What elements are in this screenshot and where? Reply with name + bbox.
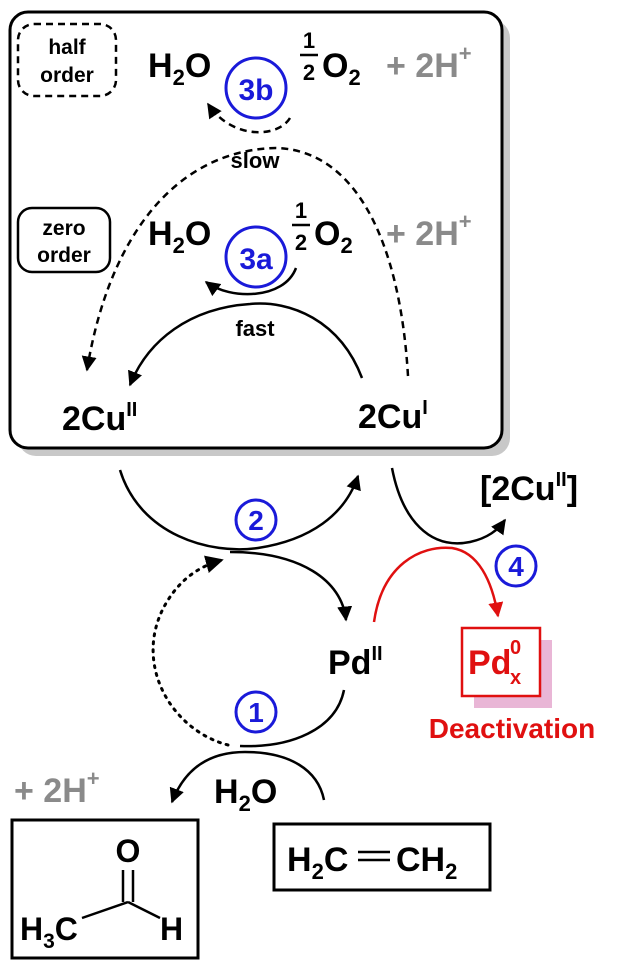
methyl-group: H3C	[20, 911, 78, 953]
fast-label: fast	[235, 316, 275, 341]
slow-arc	[81, 146, 410, 377]
slow-to-water-arrow	[206, 102, 292, 134]
step-1-circle	[234, 690, 278, 734]
protons-3a: + 2H+	[386, 209, 472, 253]
water-reactant: H2O	[214, 773, 277, 816]
slow-label: slow	[231, 148, 281, 173]
half-denominator-3a: 2	[295, 230, 307, 255]
cu-reoxidation-arc	[118, 469, 361, 551]
step-1-label: 1	[248, 697, 264, 728]
ethylene-right: CH2	[396, 841, 457, 884]
half-numerator-3a: 1	[295, 198, 307, 223]
zero-order-label-1: zero	[42, 217, 85, 240]
zero-order-box	[16, 206, 112, 274]
pd0-box	[460, 626, 542, 698]
half-denominator-3b: 2	[303, 60, 315, 85]
cu-i-label: 2CuI	[358, 397, 428, 436]
acetaldehyde-box	[10, 818, 200, 960]
ethylene-box	[272, 822, 492, 892]
protons-released: + 2H+	[14, 766, 100, 810]
step-4-circle	[494, 544, 538, 588]
step-2-label: 2	[248, 505, 264, 536]
step-3b-circle	[224, 56, 288, 120]
fast-arc	[128, 302, 364, 387]
deactivation-arrow	[372, 546, 504, 623]
carbonyl-oxygen: O	[116, 833, 141, 869]
zero-order-label-2: order	[37, 244, 91, 267]
water-3a: H2O	[148, 215, 211, 258]
cu-ii-label: 2CuII	[62, 399, 137, 438]
protons-3b: + 2H+	[386, 41, 472, 85]
ethylene-left: H2C	[287, 841, 348, 884]
aldehyde-h-bond	[127, 900, 161, 920]
deactivation-label: Deactivation	[429, 713, 596, 744]
pd-arc-upper	[229, 550, 353, 622]
step-2-circle	[234, 498, 278, 542]
half-order-box	[16, 22, 118, 98]
step-3b-label: 3b	[238, 74, 273, 107]
fast-to-water-arrow	[204, 267, 298, 297]
half-order-label-2: order	[40, 64, 94, 87]
cu-i-to-bracket-arrow	[390, 467, 507, 545]
pd-ii-label: PdII	[328, 643, 383, 682]
oxygen-3b: O2	[322, 47, 361, 90]
pd-arc-lower	[239, 689, 346, 748]
step-3a-label: 3a	[239, 243, 273, 276]
aldehyde-hydrogen: H	[160, 911, 183, 947]
water-3b: H2O	[148, 47, 211, 90]
half-numerator-3b: 1	[303, 28, 315, 53]
half-order-label-1: half	[48, 36, 86, 59]
oxygen-3a: O2	[314, 215, 353, 258]
step-3a-circle	[224, 225, 288, 289]
methyl-bond	[81, 900, 129, 920]
dotted-return-arc	[151, 555, 230, 747]
cu-ii-bracket: [2CuII]	[480, 469, 578, 508]
oxidation-arc	[169, 750, 326, 804]
step-4-label: 4	[508, 551, 524, 582]
